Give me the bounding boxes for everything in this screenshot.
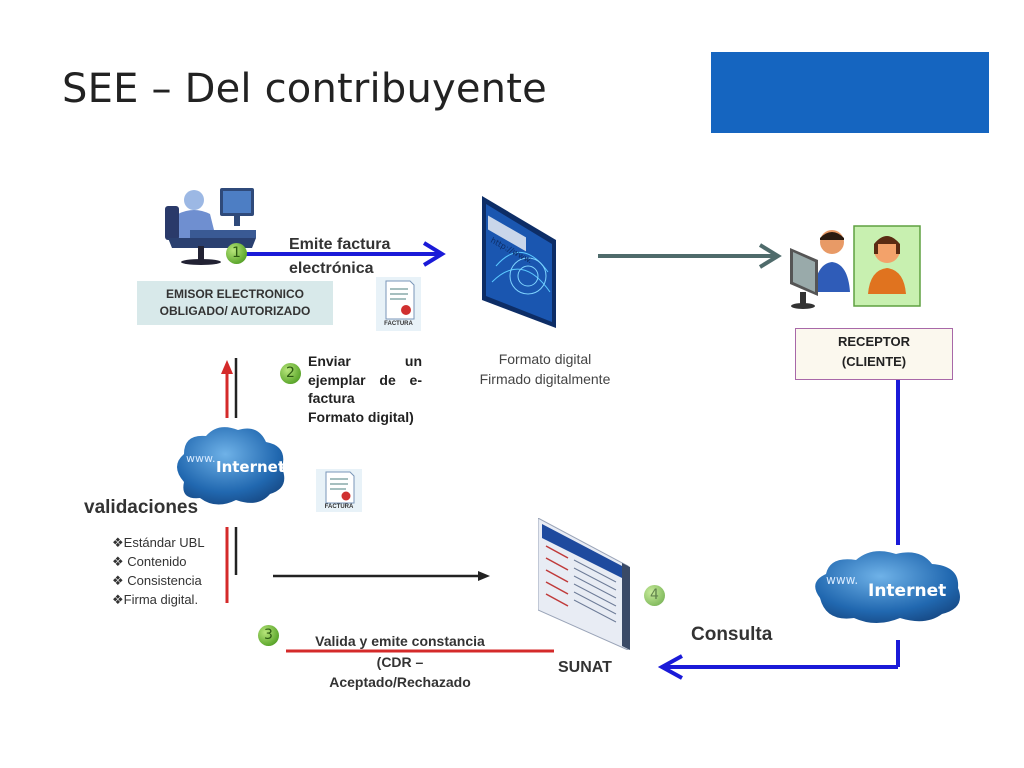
emisor-box: EMISOR ELECTRONICO OBLIGADO/ AUTORIZADO: [137, 281, 333, 325]
slide-title: SEE – Del contribuyente: [62, 66, 547, 112]
valida-line-1: Valida y emite constancia: [315, 633, 485, 649]
emite-line-2: electrónica: [289, 260, 374, 277]
enviar-line-2: ejemplar de e-: [308, 371, 422, 388]
receptor-line-2: (CLIENTE): [841, 354, 907, 369]
factura-document-icon-2: FACTURA: [316, 469, 362, 512]
validaciones-list: ❖Estándar UBL ❖ Contenido ❖ Consistencia…: [112, 533, 222, 609]
formato-line-2: Firmado digitalmente: [479, 371, 611, 387]
www-text-left: www.: [186, 452, 215, 465]
formato-line-1: Formato digital: [498, 351, 592, 367]
arrow-emite-head: [422, 241, 446, 267]
arrow-to-receptor-head: [758, 243, 782, 269]
validacion-item: ❖Estándar UBL: [112, 535, 205, 550]
formato-digital-label: Formato digital Firmado digitalmente: [460, 349, 630, 389]
enviar-line-3: factura: [308, 390, 355, 406]
receptor-line-1: RECEPTOR: [838, 334, 910, 349]
internet-text-right: Internet: [868, 581, 946, 601]
validacion-item: ❖ Contenido: [112, 554, 187, 569]
internet-cloud-right-icon: www. Internet: [815, 551, 960, 623]
factura-label-mid: FACTURA: [324, 504, 354, 510]
web-browser-panel-icon: http://www.: [482, 196, 556, 328]
red-vertical-up-head: [221, 360, 233, 374]
emite-factura-label: Emite factura electrónica: [289, 233, 449, 281]
step-2-badge: 2: [280, 363, 301, 384]
arrow-consulta-head: [657, 654, 683, 680]
valida-emite-label: Valida y emite constancia (CDR – Aceptad…: [300, 631, 500, 693]
receptor-people-icon: [790, 225, 921, 309]
www-text-right: www.: [826, 573, 858, 587]
factura-label-top: FACTURA: [384, 321, 413, 327]
consulta-label: Consulta: [691, 624, 773, 645]
step-1-badge: 1: [226, 243, 247, 264]
step-3-badge: 3: [258, 625, 279, 646]
step-4-badge: 4: [644, 585, 665, 606]
validacion-item: ❖Firma digital.: [112, 592, 199, 607]
sunat-label: SUNAT: [558, 659, 612, 676]
arrow-to-sunat-head: [478, 571, 490, 581]
sunat-website-panel-icon: [538, 518, 630, 650]
receptor-box: RECEPTOR (CLIENTE): [795, 328, 953, 380]
valida-line-2: (CDR –: [376, 653, 424, 670]
enviar-line-1: Enviar un: [308, 353, 422, 369]
validacion-item: ❖ Consistencia: [112, 573, 202, 588]
enviar-ejemplar-label: Enviar un ejemplar de e- factura Formato…: [308, 352, 422, 426]
internet-text-left: Internet: [216, 458, 285, 476]
emisor-line-1: EMISOR ELECTRONICO: [165, 287, 304, 301]
enviar-line-4: Formato digital): [308, 408, 414, 425]
internet-cloud-left-icon: www. Internet: [177, 427, 285, 505]
header-blue-block: [711, 52, 989, 133]
emisor-line-2: OBLIGADO/ AUTORIZADO: [159, 304, 311, 318]
factura-document-icon: FACTURA: [376, 277, 421, 331]
validaciones-title: validaciones: [84, 497, 199, 518]
valida-line-3: Aceptado/Rechazado: [329, 674, 471, 690]
emite-line-1: Emite factura: [289, 236, 391, 253]
